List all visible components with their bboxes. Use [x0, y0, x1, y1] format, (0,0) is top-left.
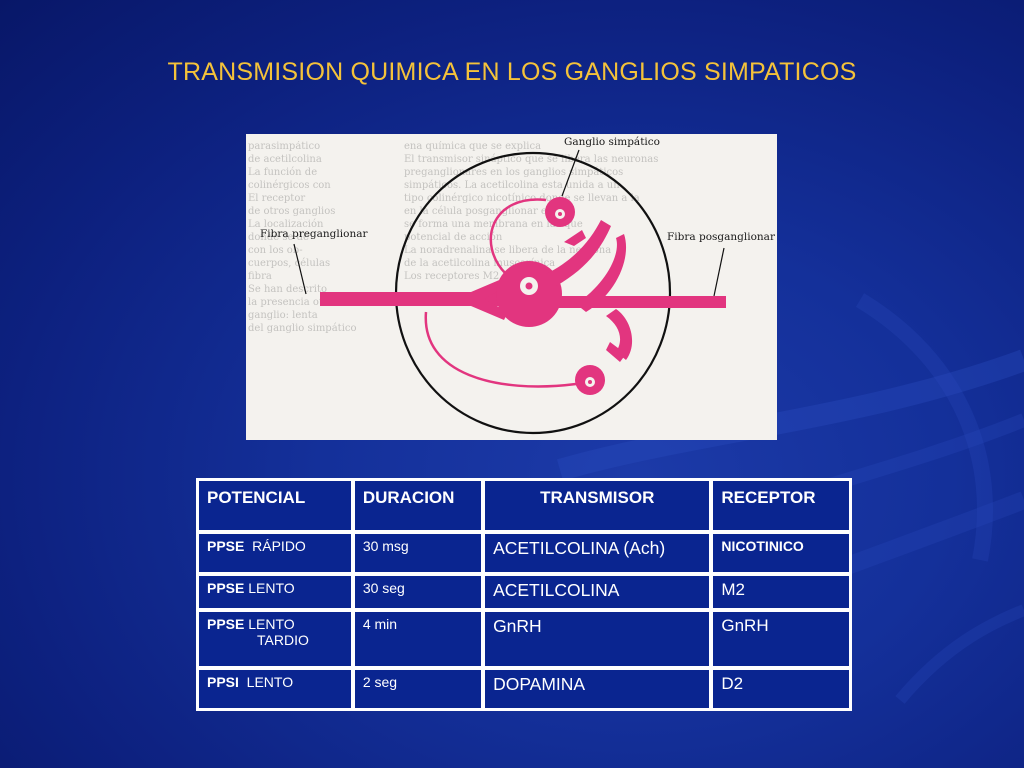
cell-potencial: PPSE RÁPIDO — [198, 533, 352, 573]
ganglio-pointer-line — [561, 149, 580, 197]
cell-transmisor: GnRH — [484, 611, 711, 667]
cell-transmisor: DOPAMINA — [484, 669, 711, 709]
postganglionic-fiber — [546, 296, 726, 308]
upper-nucleolus — [558, 212, 562, 216]
left-page-text: parasimpático de acetilcolina La función… — [248, 141, 357, 334]
potencial-extra: TARDIO — [257, 632, 309, 648]
potencial-speed: RÁPIDO — [244, 538, 306, 554]
potencial-type: PPSE — [207, 538, 245, 554]
label-ganglio-simpatico: Ganglio simpático — [564, 136, 660, 148]
label-fibra-preganglionar: Fibra preganglionar — [260, 228, 368, 240]
lower-axon — [606, 309, 633, 360]
cell-duracion: 30 seg — [353, 575, 483, 609]
header-receptor: RECEPTOR — [712, 480, 850, 531]
preganglionic-fiber — [320, 292, 504, 306]
cell-receptor: GnRH — [712, 611, 850, 667]
table-row: PPSE RÁPIDO 30 msg ACETILCOLINA (Ach) NI… — [198, 533, 850, 573]
cell-receptor: M2 — [712, 575, 850, 609]
cell-duracion: 4 min — [353, 611, 483, 667]
cell-duracion: 30 msg — [353, 533, 483, 573]
lower-receptor-claw — [606, 342, 626, 362]
header-duracion: DURACION — [353, 480, 483, 531]
table-row: PPSI LENTO 2 seg DOPAMINA D2 — [198, 669, 850, 709]
potencial-type: PPSE — [207, 580, 245, 596]
potencial-speed: LENTO — [244, 580, 295, 596]
potencial-type: PPSE — [207, 616, 245, 632]
cell-transmisor: ACETILCOLINA — [484, 575, 711, 609]
cell-potencial: PPSE LENTO — [198, 575, 352, 609]
lower-thin-fiber — [424, 311, 577, 388]
central-nucleolus — [525, 282, 533, 290]
transmission-table: POTENCIAL DURACION TRANSMISOR RECEPTOR P… — [196, 478, 852, 711]
upper-receptor-claw — [564, 230, 586, 246]
potencial-speed: LENTO — [244, 616, 295, 632]
table-header-row: POTENCIAL DURACION TRANSMISOR RECEPTOR — [198, 480, 850, 531]
post-pointer-line — [713, 247, 725, 297]
upper-axon — [546, 220, 611, 286]
header-potencial: POTENCIAL — [198, 480, 352, 531]
cell-duracion: 2 seg — [353, 669, 483, 709]
header-transmisor: TRANSMISOR — [484, 480, 711, 531]
upper-thin-fiber — [489, 198, 547, 275]
label-fibra-posganglionar: Fibra posganglionar — [667, 231, 775, 243]
cell-receptor: NICOTINICO — [712, 533, 850, 573]
table-row: PPSE LENTO 30 seg ACETILCOLINA M2 — [198, 575, 850, 609]
upper-branch — [576, 234, 627, 312]
ganglion-drawing — [293, 149, 726, 435]
slide-title: TRANSMISION QUIMICA EN LOS GANGLIOS SIMP… — [167, 58, 857, 86]
potencial-speed: LENTO — [238, 674, 294, 690]
cell-receptor: D2 — [712, 669, 850, 709]
cell-transmisor: ACETILCOLINA (Ach) — [484, 533, 711, 573]
ganglion-diagram: parasimpático de acetilcolina La función… — [246, 134, 777, 440]
potencial-type: PPSI — [207, 674, 239, 690]
lower-nucleolus — [588, 380, 592, 384]
cell-potencial: PPSI LENTO — [198, 669, 352, 709]
pre-pointer-line — [293, 243, 307, 295]
